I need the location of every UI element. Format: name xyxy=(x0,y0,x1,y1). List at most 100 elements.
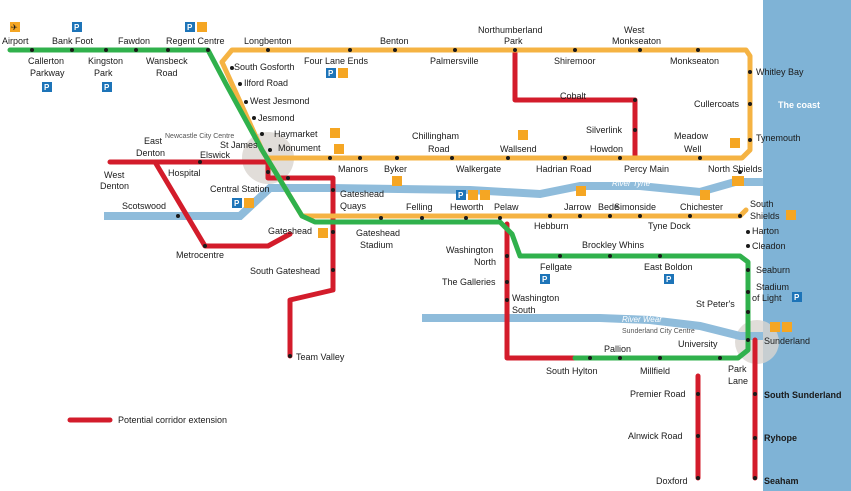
rail-icon xyxy=(318,228,328,238)
rail-icon xyxy=(392,176,402,186)
station-label: Howdon xyxy=(590,144,623,154)
rail-icon xyxy=(244,198,254,208)
station-label: Cleadon xyxy=(752,241,786,251)
station-label: South Gateshead xyxy=(250,266,320,276)
station-label: North Shields xyxy=(708,164,763,174)
station-label: Park xyxy=(94,68,113,78)
station-label: Four Lane Ends xyxy=(304,56,369,66)
station-label: Pelaw xyxy=(494,202,519,212)
station-label: Silverlink xyxy=(586,125,623,135)
station-label: South Hylton xyxy=(546,366,598,376)
parking-icon: P xyxy=(326,68,336,78)
sea-area xyxy=(763,0,851,491)
station-label: Ilford Road xyxy=(244,78,288,88)
river-wear-label: River Wear xyxy=(622,315,662,324)
station-label: Gateshead xyxy=(340,189,384,199)
station-label: Gateshead xyxy=(356,228,400,238)
station-label: Gateshead xyxy=(268,226,312,236)
station-label: Premier Road xyxy=(630,389,686,399)
station-label: Sunderland xyxy=(764,336,810,346)
station-label: Jesmond xyxy=(258,113,295,123)
station-label: Harton xyxy=(752,226,779,236)
station-label: East Boldon xyxy=(644,262,693,272)
station-label: South xyxy=(512,305,536,315)
rail-icon xyxy=(576,186,586,196)
station-label: West Jesmond xyxy=(250,96,309,106)
station-label: Longbenton xyxy=(244,36,292,46)
station-label: Parkway xyxy=(30,68,65,78)
parking-icon: P xyxy=(185,22,195,32)
station-label: Monkseaton xyxy=(670,56,719,66)
svg-text:P: P xyxy=(794,293,800,302)
svg-text:P: P xyxy=(328,69,334,78)
rail-icon xyxy=(782,322,792,332)
station-label: South Gosforth xyxy=(234,62,295,72)
svg-text:P: P xyxy=(104,83,110,92)
svg-text:P: P xyxy=(44,83,50,92)
station-label: Palmersville xyxy=(430,56,479,66)
parking-icon: P xyxy=(664,274,674,284)
station-label: of Light xyxy=(752,293,782,303)
station-label: Percy Main xyxy=(624,164,669,174)
svg-text:P: P xyxy=(542,275,548,284)
station-label: Lane xyxy=(728,376,748,386)
station-label: St James xyxy=(220,140,258,150)
station-label: Shiremoor xyxy=(554,56,596,66)
station-label: Walkergate xyxy=(456,164,501,174)
rail-icon xyxy=(334,144,344,154)
legend-label: Potential corridor extension xyxy=(118,415,227,425)
station-label: Park xyxy=(728,364,747,374)
svg-text:P: P xyxy=(666,275,672,284)
station-label: Millfield xyxy=(640,366,670,376)
ferry-icon xyxy=(732,176,744,186)
airplane-icon: ✈ xyxy=(10,22,20,32)
station-label: Central Station xyxy=(210,184,270,194)
station-label: Bank Foot xyxy=(52,36,94,46)
station-label: Hadrian Road xyxy=(536,164,592,174)
rail-icon xyxy=(480,190,490,200)
station-label: St Peter's xyxy=(696,299,735,309)
river-tyne-label: River Tyne xyxy=(612,179,651,188)
station-label: Simonside xyxy=(614,202,656,212)
station-label: Washington xyxy=(446,245,493,255)
station-label: Cobalt xyxy=(560,91,587,101)
rail-icon xyxy=(786,210,796,220)
rail-icon xyxy=(730,138,740,148)
station-label: Brockley Whins xyxy=(582,240,645,250)
station-label: Regent Centre xyxy=(166,36,225,46)
station-label: Monument xyxy=(278,143,321,153)
station-label: Road xyxy=(156,68,178,78)
station-labels: Airport Bank Foot Fawdon Regent Centre L… xyxy=(2,25,842,486)
station-label: Haymarket xyxy=(274,129,318,139)
station-label: Park xyxy=(504,36,523,46)
parking-icon: P xyxy=(102,82,112,92)
sunderland-centre-label: Sunderland City Centre xyxy=(622,328,695,335)
station-label: Fellgate xyxy=(540,262,572,272)
station-label: Elswick xyxy=(200,150,231,160)
station-label: University xyxy=(678,339,718,349)
rail-icon xyxy=(338,68,348,78)
station-label: Felling xyxy=(406,202,433,212)
rail-icon xyxy=(197,22,207,32)
rail-icon xyxy=(518,130,528,140)
svg-text:P: P xyxy=(458,191,464,200)
station-label: Cullercoats xyxy=(694,99,740,109)
rail-icon xyxy=(700,190,710,200)
station-label: Metrocentre xyxy=(176,250,224,260)
rail-icon xyxy=(770,322,780,332)
station-label: Well xyxy=(684,144,701,154)
station-label: Pallion xyxy=(604,344,631,354)
parking-icon: P xyxy=(792,292,802,302)
station-label: West xyxy=(104,170,125,180)
svg-text:P: P xyxy=(74,23,80,32)
station-label: Manors xyxy=(338,164,369,174)
station-label: Tynemouth xyxy=(756,133,801,143)
station-label: Doxford xyxy=(656,476,688,486)
green-line xyxy=(7,47,751,361)
parking-icon: P xyxy=(72,22,82,32)
station-label: Hebburn xyxy=(534,221,569,231)
station-label: Jarrow xyxy=(564,202,592,212)
station-label: Stadium xyxy=(360,240,393,250)
station-label: Callerton xyxy=(28,56,64,66)
station-label: Airport xyxy=(2,36,29,46)
